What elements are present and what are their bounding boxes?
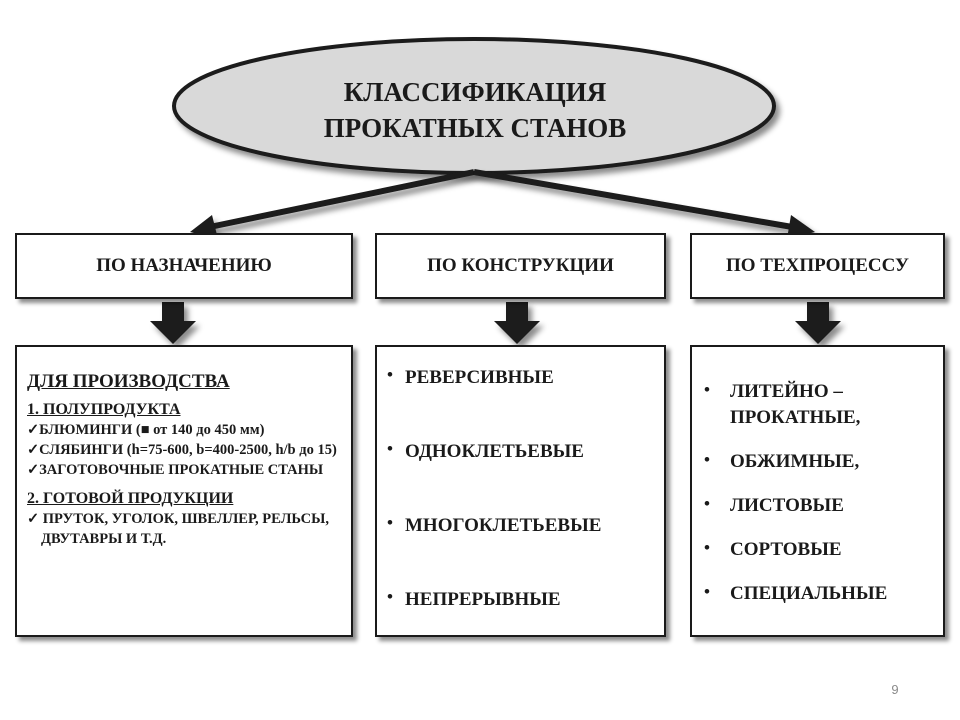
category-process-label: ПО ТЕХПРОЦЕССУ bbox=[725, 255, 909, 276]
category-purpose: ПО НАЗНАЧЕНИЮ bbox=[15, 233, 353, 299]
category-process: ПО ТЕХПРОЦЕССУ bbox=[690, 233, 945, 299]
list-item: • РЕВЕРСИВНЫЕ bbox=[387, 365, 664, 389]
process-item-5: СПЕЦИАЛЬНЫЕ bbox=[730, 583, 888, 604]
page-number: 9 bbox=[891, 682, 899, 697]
down-arrow-3 bbox=[795, 302, 841, 344]
bullet-icon: • bbox=[387, 513, 393, 532]
construction-item-3: МНОГОКЛЕТЬЕВЫЕ bbox=[405, 515, 602, 536]
purpose-group1-item-1: ✓БЛЮМИНГИ (■ от 140 до 450 мм) bbox=[27, 422, 265, 438]
process-item-2: ОБЖИМНЫЕ, bbox=[730, 451, 860, 472]
construction-item-4: НЕПРЕРЫВНЫЕ bbox=[405, 589, 561, 610]
process-item-3: ЛИСТОВЫЕ bbox=[730, 495, 844, 516]
category-construction-label: ПО КОНСТРУКЦИИ bbox=[427, 255, 614, 276]
purpose-group1-item-3: ✓ЗАГОТОВОЧНЫЕ ПРОКАТНЫЕ СТАНЫ bbox=[27, 462, 324, 478]
title-to-category-arrows bbox=[190, 169, 815, 239]
category-construction: ПО КОНСТРУКЦИИ bbox=[375, 233, 666, 299]
purpose-heading: ДЛЯ ПРОИЗВОДСТВА bbox=[27, 371, 230, 392]
process-item-4: СОРТОВЫЕ bbox=[730, 539, 842, 560]
purpose-group2-title: 2. ГОТОВОЙ ПРОДУКЦИИ bbox=[27, 490, 234, 507]
list-item: • ОБЖИМНЫЕ, bbox=[702, 449, 943, 475]
arrow-right-line bbox=[473, 169, 799, 231]
construction-item-1: РЕВЕРСИВНЫЕ bbox=[405, 367, 554, 388]
down-arrow-2 bbox=[494, 302, 540, 344]
list-item: • ОДНОКЛЕТЬЕВЫЕ bbox=[387, 439, 664, 463]
down-arrow-1 bbox=[150, 302, 196, 344]
bullet-icon: • bbox=[704, 582, 710, 601]
construction-item-2: ОДНОКЛЕТЬЕВЫЕ bbox=[405, 441, 584, 462]
construction-details-box: • РЕВЕРСИВНЫЕ • ОДНОКЛЕТЬЕВЫЕ • МНОГОКЛЕТЬЕ… bbox=[375, 345, 666, 637]
title-line-2: ПРОКАТНЫХ СТАНОВ bbox=[323, 113, 627, 143]
arrow-left-line bbox=[204, 169, 475, 231]
process-details-box: • ЛИТЕЙНО – ПРОКАТНЫЕ, • ОБЖИМНЫЕ, • ЛИСТОВ… bbox=[690, 345, 945, 637]
bullet-icon: • bbox=[704, 380, 710, 399]
list-item: • ЛИСТОВЫЕ bbox=[702, 493, 943, 519]
bullet-icon: • bbox=[704, 450, 710, 469]
list-item: • СПЕЦИАЛЬНЫЕ bbox=[702, 581, 943, 607]
purpose-group2-item-1: ✓ ПРУТОК, УГОЛОК, ШВЕЛЛЕР, РЕЛЬСЫ, ДВУТА… bbox=[27, 511, 329, 547]
list-item: • ЛИТЕЙНО – ПРОКАТНЫЕ, bbox=[702, 379, 943, 431]
purpose-group1-title: 1. ПОЛУПРОДУКТА bbox=[27, 401, 181, 418]
diagram-title: КЛАССИФИКАЦИЯ ПРОКАТНЫХ СТАНОВ bbox=[230, 74, 720, 146]
bullet-icon: • bbox=[704, 538, 710, 557]
purpose-details-box: ДЛЯ ПРОИЗВОДСТВА 1. ПОЛУПРОДУКТА ✓БЛЮМИН… bbox=[15, 345, 353, 637]
list-item: • НЕПРЕРЫВНЫЕ bbox=[387, 587, 664, 611]
bullet-icon: • bbox=[387, 587, 393, 606]
bullet-icon: • bbox=[704, 494, 710, 513]
bullet-icon: • bbox=[387, 439, 393, 458]
bullet-icon: • bbox=[387, 365, 393, 384]
down-arrows bbox=[150, 302, 841, 344]
category-purpose-label: ПО НАЗНАЧЕНИЮ bbox=[96, 255, 272, 276]
title-line-1: КЛАССИФИКАЦИЯ bbox=[343, 77, 607, 107]
list-item: • СОРТОВЫЕ bbox=[702, 537, 943, 563]
process-item-1: ЛИТЕЙНО – ПРОКАТНЫЕ, bbox=[730, 381, 861, 428]
purpose-group1-item-2: ✓СЛЯБИНГИ (h=75-600, b=400-2500, h/b до … bbox=[27, 442, 337, 458]
list-item: • МНОГОКЛЕТЬЕВЫЕ bbox=[387, 513, 664, 537]
